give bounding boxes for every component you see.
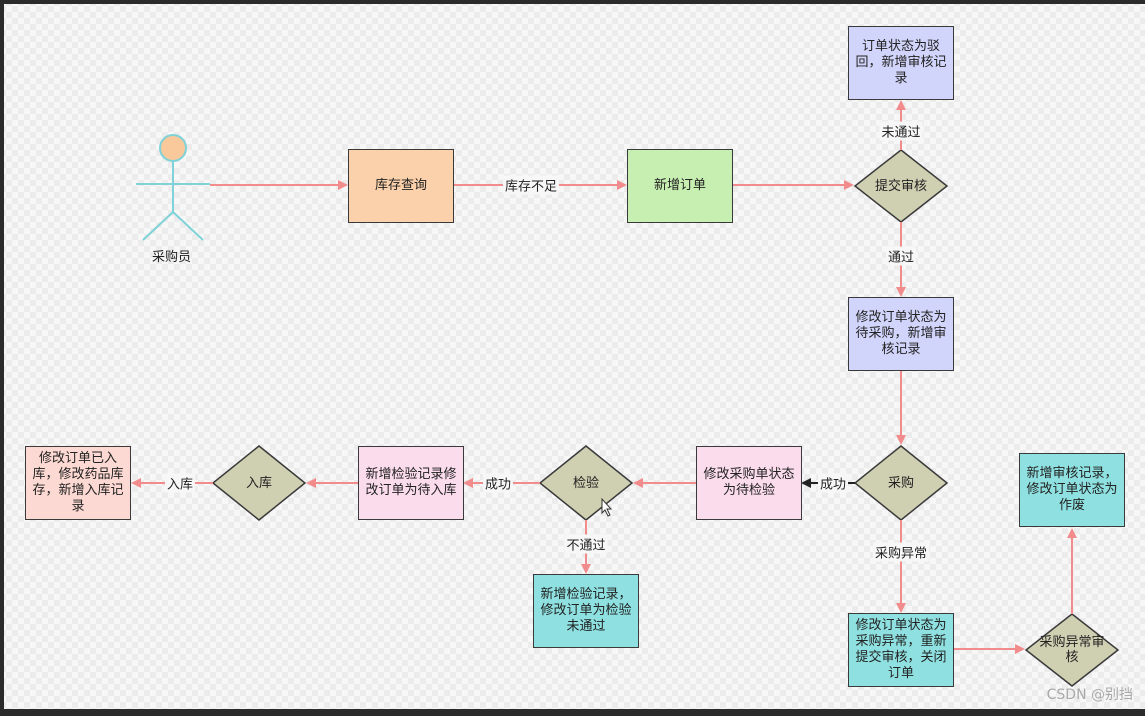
stock-query-box[interactable]: 库存查询 [348, 149, 454, 223]
edge-label-purchase-abnormal: 采购异常 [872, 542, 930, 562]
edge-label-success-inspection: 成功 [482, 473, 514, 493]
abnormal-review-label: 采购异常审核 [1039, 635, 1105, 665]
pending-inspection-box[interactable]: 修改采购单状态为待检验 [696, 446, 802, 520]
actor-figure[interactable] [136, 134, 210, 241]
rejected-box[interactable]: 订单状态为驳回，新增审核记录 [848, 26, 954, 100]
edge-label-not-passed-inspection: 不通过 [564, 534, 608, 554]
new-order-box[interactable]: 新增订单 [627, 149, 733, 223]
window-frame-top [0, 0, 1145, 4]
inspection-record-box[interactable]: 新增检验记录修改订单为待入库 [358, 446, 464, 520]
edge-label-success-purchase: 成功 [817, 473, 849, 493]
edge-label-passed: 通过 [885, 246, 917, 266]
edge-label-not-passed-review: 未通过 [879, 121, 923, 141]
window-frame-left [0, 0, 4, 716]
window-frame-bottom [0, 709, 1145, 716]
storage-diamond[interactable] [211, 445, 307, 521]
storage-label: 入库 [245, 475, 272, 491]
pending-purchase-box[interactable]: 修改订单状态为待采购，新增审核记录 [848, 297, 954, 371]
stored-box[interactable]: 修改订单已入库，修改药品库存，新增入库记录 [25, 446, 131, 520]
submit-review-label: 提交审核 [874, 178, 927, 194]
inspection-label: 检验 [572, 475, 599, 491]
edge-label-stock-insufficient: 库存不足 [502, 175, 560, 195]
edge-label-storage: 入库 [164, 473, 196, 493]
purchase-abnormal-box[interactable]: 修改订单状态为采购异常，重新提交审核，关闭订单 [848, 613, 954, 687]
inspection-failed-box[interactable]: 新增检验记录，修改订单为检验未通过 [533, 574, 639, 648]
abnormal-review-diamond[interactable] [1024, 613, 1120, 687]
actor-label: 采购员 [152, 250, 192, 265]
csdn-watermark: CSDN @别挡 [1046, 687, 1133, 703]
purchase-label: 采购 [887, 475, 914, 491]
mouse-cursor-icon [601, 497, 613, 517]
voided-box[interactable]: 新增审核记录，修改订单状态为作废 [1019, 453, 1125, 527]
